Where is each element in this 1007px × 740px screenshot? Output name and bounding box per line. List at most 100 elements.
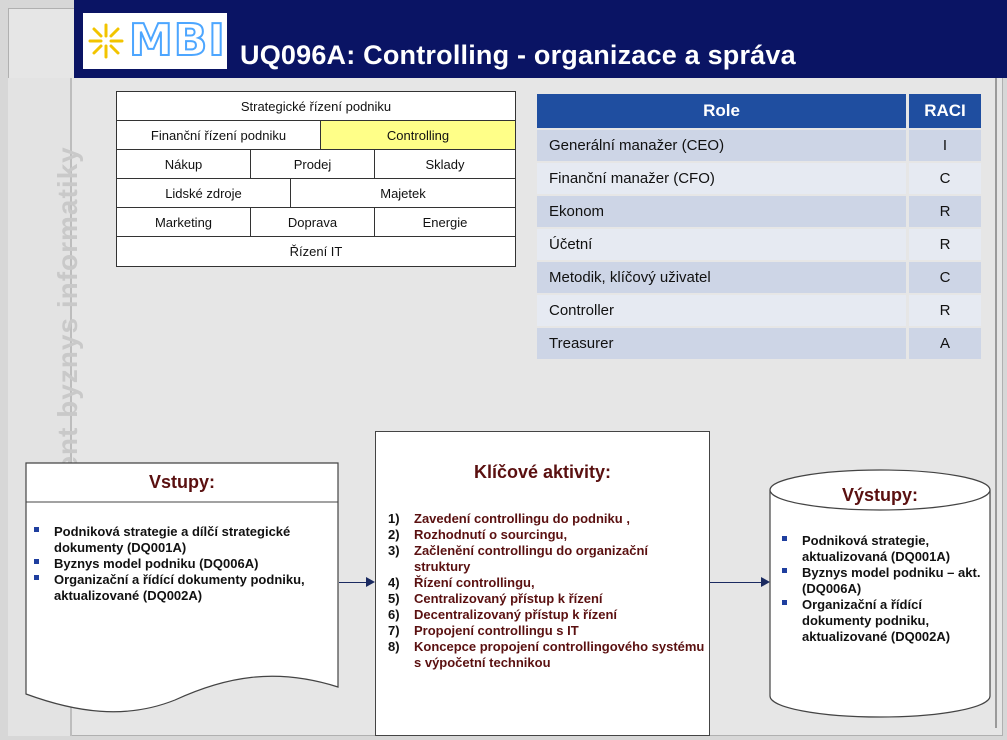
inputs-list: Podniková strategie a dílčí strategické … [30,524,330,604]
raci-row: Metodik, klíčový uživatel C [537,262,981,293]
list-item: 2) Rozhodnutí o sourcingu, [388,527,706,543]
bullet-icon [34,527,39,532]
mbi-logo: MBI [83,13,227,69]
org-cell-purchase: Nákup [117,150,251,178]
arrow-line [339,582,367,583]
activity-text: Začlenění controllingu do organizační st… [414,543,649,574]
list-item: Podniková strategie, aktualizovaná (DQ00… [778,533,988,565]
org-cell-transport: Doprava [251,208,375,236]
raci-value: R [909,196,981,227]
raci-header-role: Role [537,94,906,128]
bullet-icon [34,559,39,564]
slide-title: UQ096A: Controlling - organizace a správ… [240,40,796,70]
outputs-list: Podniková strategie, aktualizovaná (DQ00… [778,533,988,645]
raci-role: Controller [537,295,906,326]
raci-role: Ekonom [537,196,906,227]
list-item: Byznys model podniku – akt. (DQ006A) [778,565,988,597]
org-cell-strategic: Strategické řízení podniku [240,98,392,114]
outputs-title: Výstupy: [841,485,919,505]
arrow-head-icon [761,577,770,587]
raci-header-raci: RACI [909,94,981,128]
list-item: 8) Koncepce propojení controllingového sy… [388,639,706,671]
org-cell-assets: Majetek [380,185,426,201]
item-number: 8) [388,639,400,654]
item-number: 1) [388,511,400,526]
item-number: 7) [388,623,400,638]
org-cell-marketing: Marketing [117,208,251,236]
raci-role: Finanční manažer (CFO) [537,163,906,194]
raci-row: Ekonom R [537,196,981,227]
raci-role: Metodik, klíčový uživatel [537,262,906,293]
org-cell-warehouses: Sklady [425,156,465,172]
list-item: Byznys model podniku (DQ006A) [30,556,330,572]
activity-text: Řízení controllingu, [414,575,535,590]
list-item: Organizační a řídící dokumenty podniku, … [30,572,330,604]
item-number: 3) [388,543,400,558]
item-number: 5) [388,591,400,606]
raci-row: Účetní R [537,229,981,260]
raci-value: C [909,163,981,194]
sparkle-icon [88,23,124,59]
activities-title: Klíčové aktivity: [473,462,612,482]
activities-list: 1) Zavedení controllingu do podniku , 2) R… [388,511,706,671]
bullet-icon [782,536,787,541]
inputs-title-wrap: Vstupy: [25,462,339,502]
arrow-line [710,582,762,583]
raci-value: R [909,229,981,260]
outputs-cylinder-shape [769,469,991,718]
activity-text: Propojení controllingu s IT [414,623,579,638]
raci-row: Treasurer A [537,328,981,359]
raci-role: Treasurer [537,328,906,359]
right-border [995,78,997,728]
activity-text: Decentralizovaný přístup k řízení [414,607,618,622]
list-item: Organizační a řídící dokumenty podniku, … [778,597,988,645]
raci-table: Role RACI Generální manažer (CEO) I Fina… [537,94,981,370]
title-bar [74,0,1007,78]
list-item: 5) Centralizovaný přístup k řízení [388,591,706,607]
raci-row: Generální manažer (CEO) I [537,130,981,161]
inputs-item-text: Podniková strategie a dílčí strategické … [54,524,291,555]
item-number: 2) [388,527,400,542]
outputs-item-text: Byznys model podniku – akt. (DQ006A) [802,565,981,596]
raci-role: Generální manažer (CEO) [537,130,906,161]
org-cell-energy: Energie [422,214,468,230]
raci-value: C [909,262,981,293]
activity-text: Zavedení controllingu do podniku , [414,511,630,526]
raci-role: Účetní [537,229,906,260]
logo-text: MBI [128,15,226,66]
org-cell-financial: Finanční řízení podniku [117,121,321,149]
org-cell-controlling: Controlling [321,121,515,149]
raci-value: A [909,328,981,359]
inputs-item-text: Byznys model podniku (DQ006A) [54,556,259,571]
list-item: 1) Zavedení controllingu do podniku , [388,511,706,527]
item-number: 6) [388,607,400,622]
list-item: 3) Začlenění controllingu do organizační … [388,543,706,575]
inputs-document-shape [25,462,339,713]
raci-value: I [909,130,981,161]
org-grid: Strategické řízení podniku Finanční říze… [116,91,516,267]
raci-row: Controller R [537,295,981,326]
bullet-icon [34,575,39,580]
inputs-title: Vstupy: [148,471,215,492]
raci-value: R [909,295,981,326]
activity-text: Centralizovaný přístup k řízení [414,591,603,606]
list-item: 6) Decentralizovaný přístup k řízení [388,607,706,623]
org-cell-sales: Prodej [251,150,375,178]
list-item: Podniková strategie a dílčí strategické … [30,524,330,556]
activities-box: Klíčové aktivity: 1) Zavedení controlling… [375,431,710,736]
list-item: 7) Propojení controllingu s IT [388,623,706,639]
bullet-icon [782,568,787,573]
bullet-icon [782,600,787,605]
activity-text: Koncepce propojení controllingového syst… [414,639,705,670]
org-cell-it: Řízení IT [289,244,343,259]
item-number: 4) [388,575,400,590]
outputs-item-text: Organizační a řídící dokumenty podniku, … [802,597,951,644]
outputs-item-text: Podniková strategie, aktualizovaná (DQ00… [802,533,951,564]
raci-row: Finanční manažer (CFO) C [537,163,981,194]
arrow-head-icon [366,577,375,587]
org-cell-hr: Lidské zdroje [117,179,291,207]
inputs-item-text: Organizační a řídící dokumenty podniku, … [54,572,305,603]
list-item: 4) Řízení controllingu, [388,575,706,591]
activity-text: Rozhodnutí o sourcingu, [414,527,568,542]
